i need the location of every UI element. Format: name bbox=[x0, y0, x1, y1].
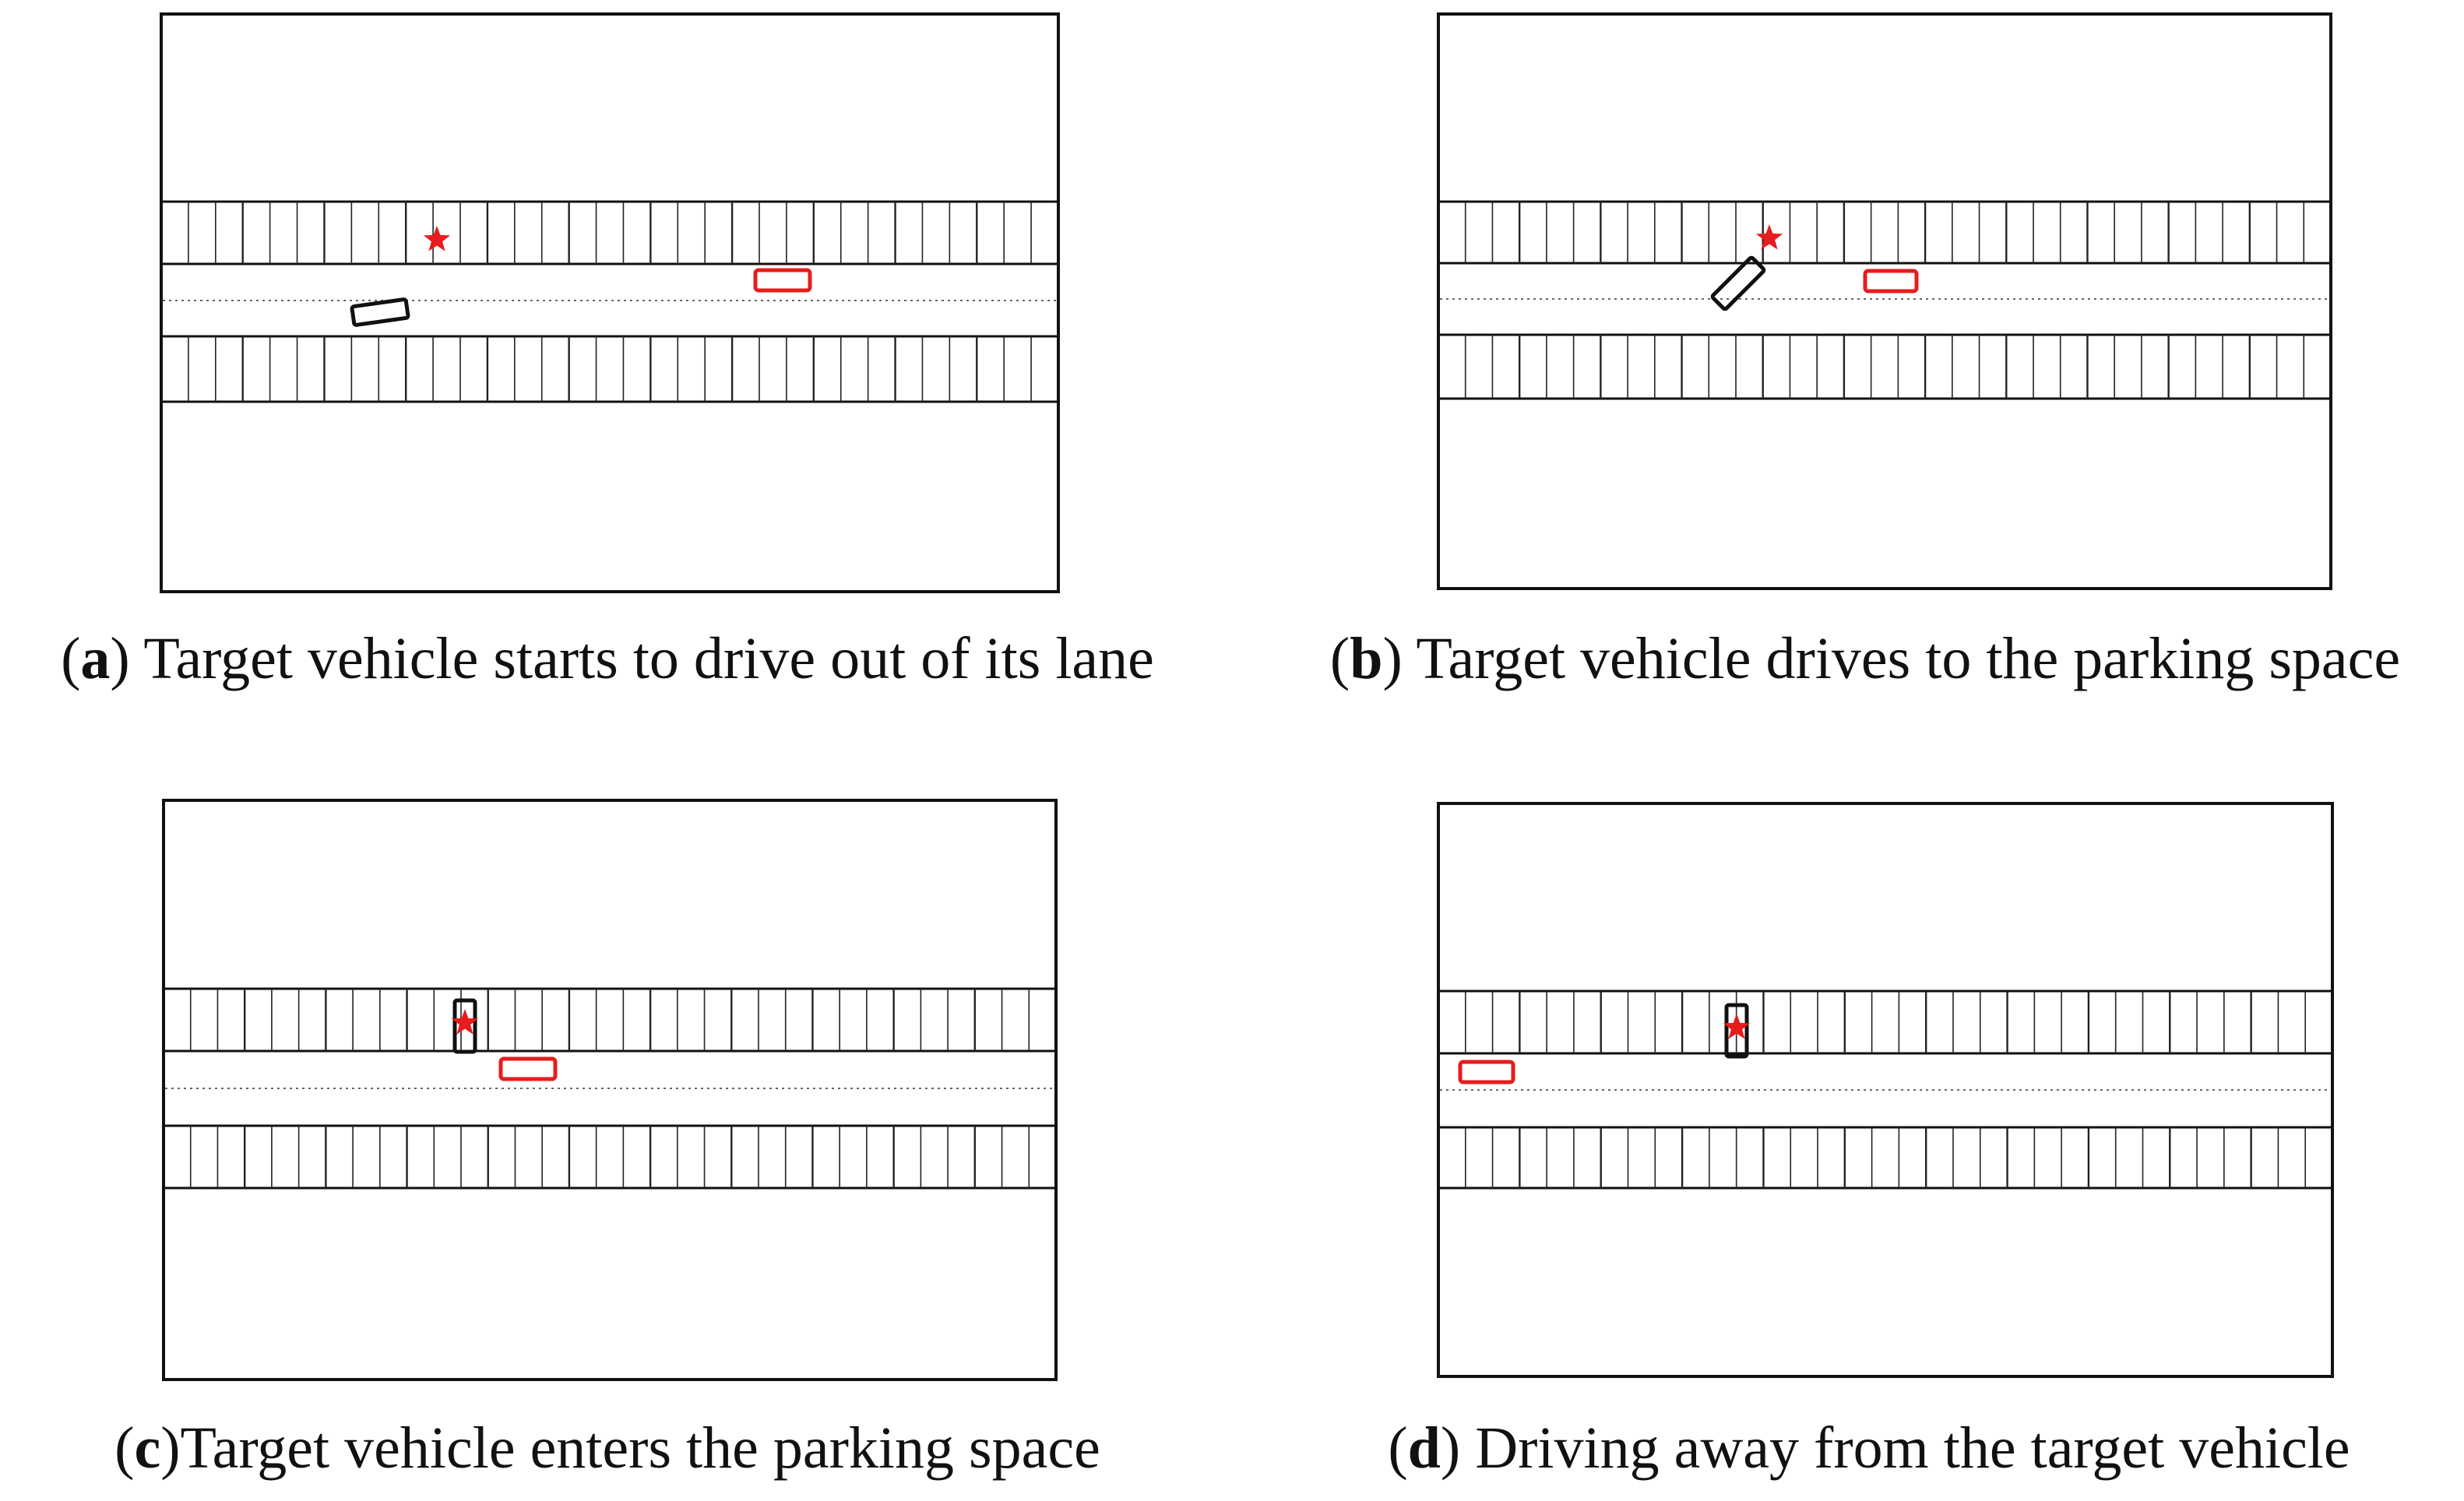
parking-row-top bbox=[162, 987, 1058, 1053]
parking-row-top bbox=[160, 200, 1060, 265]
panel-frame bbox=[160, 12, 1060, 593]
caption-c-text: Target vehicle enters the parking space bbox=[180, 1415, 1100, 1481]
ego-vehicle bbox=[1724, 1003, 1749, 1059]
caption-b-label: b bbox=[1350, 626, 1383, 691]
caption-a-close: ) bbox=[110, 626, 130, 691]
goal-star-icon bbox=[1723, 1014, 1751, 1039]
caption-b-text: Target vehicle drives to the parking spa… bbox=[1402, 626, 2401, 691]
caption-d-open: ( bbox=[1388, 1415, 1408, 1481]
ego-vehicle bbox=[1710, 255, 1766, 311]
parking-row-bottom bbox=[162, 1124, 1058, 1190]
target-vehicle bbox=[1458, 1060, 1515, 1084]
ego-vehicle bbox=[350, 297, 410, 327]
parking-row-bottom bbox=[160, 335, 1060, 403]
parking-row-top bbox=[1437, 200, 2332, 265]
panel-b bbox=[1437, 12, 2332, 590]
panel-c bbox=[162, 799, 1058, 1381]
goal-star-icon bbox=[423, 226, 451, 251]
caption-d-close: ) bbox=[1440, 1415, 1461, 1481]
caption-c-close: ) bbox=[160, 1415, 181, 1481]
ego-vehicle bbox=[452, 998, 477, 1054]
caption-c: (c)Target vehicle enters the parking spa… bbox=[0, 1404, 1215, 1492]
caption-a-text: Target vehicle starts to drive out of it… bbox=[129, 626, 1154, 691]
parking-row-bottom bbox=[1437, 333, 2332, 400]
goal-star-icon bbox=[1755, 224, 1783, 250]
caption-a-label: a bbox=[80, 626, 111, 691]
target-vehicle bbox=[498, 1056, 558, 1081]
parking-lot-diagram-b bbox=[1437, 12, 2332, 590]
caption-d: (d) Driving away from the target vehicle bbox=[1277, 1404, 2461, 1492]
caption-c-label: c bbox=[134, 1415, 161, 1481]
panel-frame bbox=[162, 799, 1058, 1381]
caption-c-open: ( bbox=[114, 1415, 135, 1481]
parking-row-bottom bbox=[1437, 1126, 2334, 1190]
caption-b-close: ) bbox=[1382, 626, 1403, 691]
panel-frame bbox=[1437, 12, 2332, 590]
parking-lot-diagram-c bbox=[162, 799, 1058, 1381]
parking-lot-diagram-d bbox=[1437, 802, 2334, 1378]
caption-d-text: Driving away from the target vehicle bbox=[1460, 1415, 2350, 1481]
caption-b-open: ( bbox=[1329, 626, 1350, 691]
caption-a: (a) Target vehicle starts to drive out o… bbox=[0, 615, 1215, 702]
caption-d-label: d bbox=[1407, 1415, 1441, 1481]
caption-b: (b) Target vehicle drives to the parking… bbox=[1277, 615, 2453, 702]
parking-lot-diagram-a bbox=[160, 12, 1060, 593]
goal-star-icon bbox=[451, 1009, 479, 1035]
target-vehicle bbox=[753, 268, 812, 293]
target-vehicle bbox=[1863, 269, 1919, 294]
panel-d bbox=[1437, 802, 2334, 1378]
caption-a-open: ( bbox=[61, 626, 81, 691]
panel-a bbox=[160, 12, 1060, 593]
parking-row-top bbox=[1437, 990, 2334, 1055]
